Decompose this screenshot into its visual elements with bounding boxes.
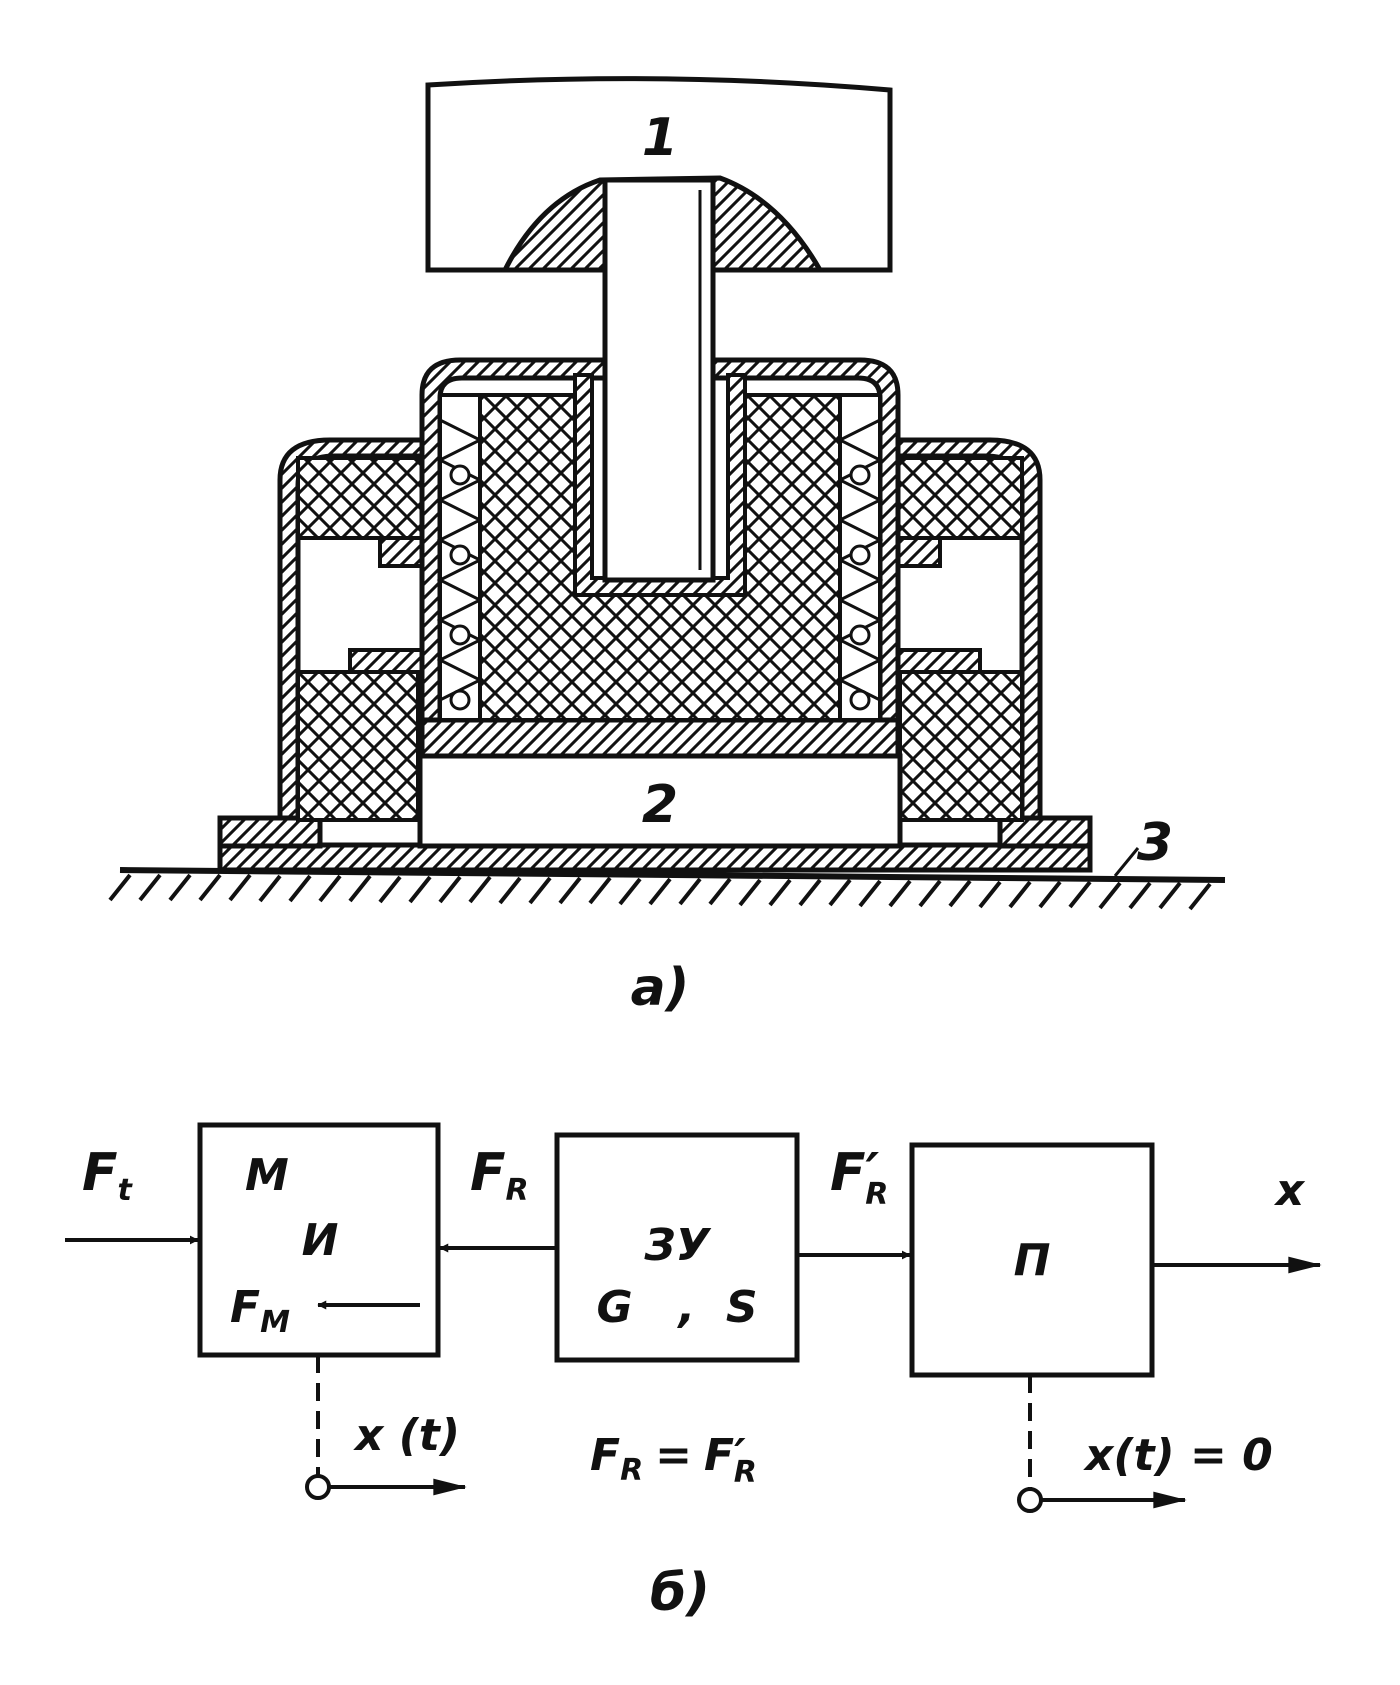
ball-row-left — [436, 393, 484, 722]
block-zu-title: ЗУ — [643, 1220, 711, 1271]
label-x-t-left: x (t) — [353, 1410, 460, 1461]
label-output-x: x — [1274, 1165, 1306, 1216]
base-flange-right — [997, 815, 1093, 849]
ground-surface — [108, 867, 1226, 911]
block-m-symbol: И — [302, 1215, 339, 1266]
block-zu — [554, 1132, 800, 1363]
label-f-r: FR — [470, 1143, 529, 1208]
base-plate — [217, 842, 1093, 873]
support-rod — [602, 177, 716, 583]
block-p-title: П — [1014, 1235, 1051, 1286]
base-flange-left — [217, 815, 323, 849]
upper-elastic-left — [296, 456, 440, 540]
block-m — [197, 1122, 441, 1358]
equation-fr: FR=F′R — [590, 1430, 757, 1490]
label-f-m: FM — [230, 1282, 290, 1340]
caption-a: a) — [631, 958, 690, 1018]
label-f-t: Ft — [82, 1143, 134, 1208]
isolator-cross-section: 1 2 3 a) — [108, 76, 1226, 1018]
upper-elastic-right — [880, 456, 1024, 540]
label-f-r-prime: F′R — [830, 1143, 888, 1212]
rod-sleeve — [573, 373, 747, 597]
block-diagram: Ft M И FM FR ЗУ G , S F′R П x x (t) FR=F… — [65, 1122, 1322, 1623]
block-m-title: M — [245, 1150, 289, 1201]
label-part-3: 3 — [1137, 813, 1173, 873]
caption-b: б) — [650, 1563, 710, 1623]
ball-row-right — [836, 393, 884, 722]
block-p — [909, 1142, 1155, 1378]
disp-right-node — [1017, 1487, 1043, 1513]
lower-elastic-right — [898, 670, 1024, 822]
label-part-2: 2 — [642, 775, 678, 835]
label-part-1: 1 — [642, 108, 678, 168]
block-zu-params: G , S — [596, 1282, 757, 1333]
lower-elastic-left — [296, 670, 420, 822]
inner-cup-bottom — [419, 717, 901, 759]
disp-left-node — [305, 1474, 331, 1500]
lower-plate — [417, 753, 903, 849]
leader-line-3 — [1113, 847, 1140, 877]
label-x-t-right: x(t) = 0 — [1083, 1430, 1273, 1481]
